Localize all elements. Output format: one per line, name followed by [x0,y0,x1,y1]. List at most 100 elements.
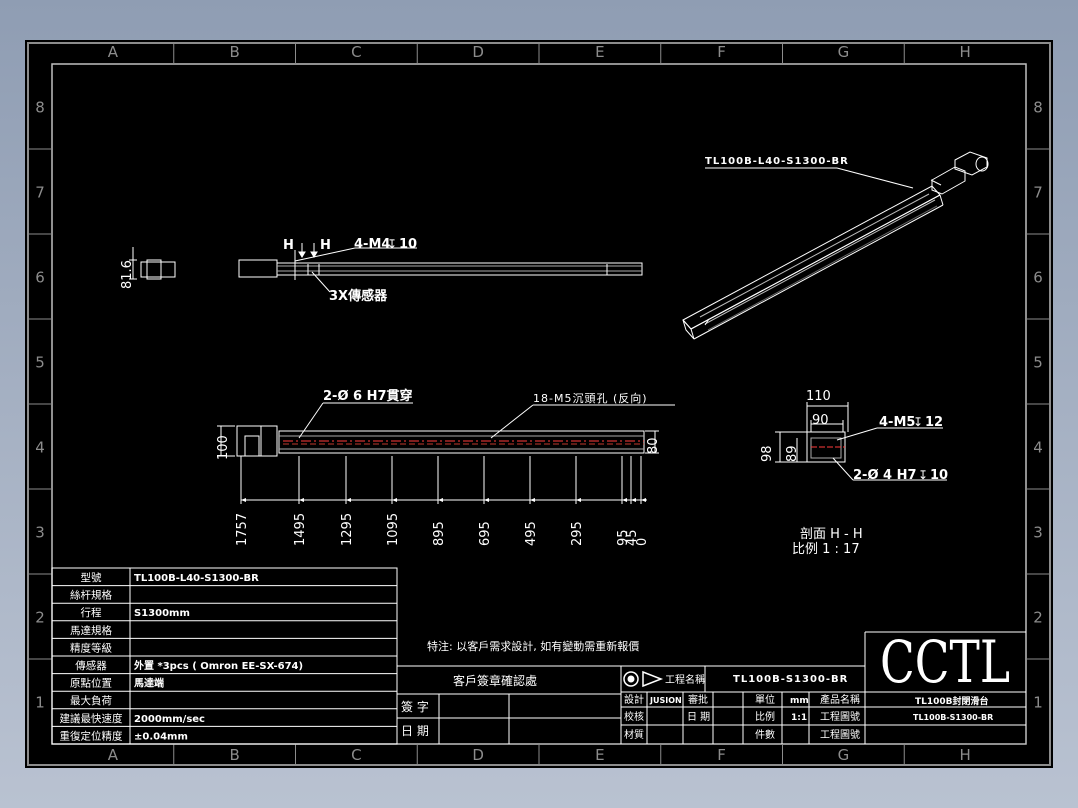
pieces-label: 件數 [755,728,775,741]
depth-icon: ↧ [387,237,397,251]
svg-text:4-M4: 4-M4 [354,237,390,252]
row-label: 1 [35,694,45,712]
dim-arrow [622,498,627,502]
section-width: 110 [806,389,831,404]
section-arrows [298,243,318,258]
hole-note: 18-M5沉頭孔 (反向) [533,391,648,405]
spec-row: 絲杆規格 [70,589,112,602]
spec-row: 最大負荷 [70,694,112,707]
column-label: F [717,43,726,61]
svg-text:10: 10 [930,468,948,483]
column-label: B [229,43,239,61]
row-label: 3 [35,524,45,542]
row-label: 7 [1033,184,1043,202]
side-height-dim: 81.6 [120,260,135,289]
dim-value: 1757 [235,513,250,546]
row-label: 2 [35,609,45,627]
row-label: 7 [35,184,45,202]
svg-text:12: 12 [925,415,943,430]
svg-text:2-Ø 4 H7: 2-Ø 4 H7 [853,468,917,483]
row-label: 8 [1033,99,1043,117]
row-label: 4 [35,439,45,457]
front-height-left: 100 [216,435,231,460]
depth-icon: ↧ [918,468,928,482]
product-name-value: TL100B封閉滑台 [915,695,989,707]
dim-arrow [641,498,646,502]
column-label: A [108,746,119,764]
column-label: E [595,746,604,764]
dim-arrow [241,498,246,502]
sign-label: 簽 字 [401,699,429,714]
iso-part-label: TL100B-L40-S1300-BR [705,156,849,167]
dim-arrow [299,498,304,502]
customer-confirm: 客戶簽章確認處 [453,673,537,688]
spec-row: 精度等級 [70,641,112,654]
row-label: 2 [1033,609,1043,627]
dim-arrow [346,498,351,502]
dim-value: 1495 [293,513,308,546]
spec-row: 傳感器外置 *3pcs ( Omron EE-SX-674) [75,659,303,672]
row-label: 6 [35,269,45,287]
section-pin-note: 2-Ø 4 H7 ↧ 10 [853,468,948,483]
spec-value: ±0.04mm [134,731,188,742]
dim-value: 895 [432,521,447,546]
row-label: 1 [1033,694,1043,712]
spec-label: 重復定位精度 [60,729,123,742]
special-note: 特注: 以客戶需求設計, 如有變動需重新報價 [427,639,639,653]
section-inner-width: 90 [812,413,829,428]
project-name-value: TL100B-S1300-BR [733,674,848,685]
row-label: 3 [1033,524,1043,542]
drawing-no-label-2: 工程圖號 [820,728,860,741]
date-label: 日 期 [401,724,429,738]
isometric-view [682,151,989,340]
front-view [217,425,659,457]
front-height-right: 80 [646,437,661,454]
spec-label: 傳感器 [75,659,107,672]
approve-label: 審批 [688,693,708,706]
iso-leader [836,167,914,189]
section-view [775,402,947,481]
dim-value: 1295 [340,513,355,546]
column-label: B [229,746,239,764]
drawing-no-value: TL100B-S1300-BR [913,713,993,722]
dim-value: 1095 [386,513,401,546]
sensor-note: 3X傳感器 [329,288,388,304]
check-date-label: 日 期 [687,711,710,723]
scale-value: 1:1 [791,713,807,723]
column-label: D [472,43,484,61]
material-label: 材質 [624,728,644,741]
section-height: 98 [760,445,775,462]
spec-label: 絲杆規格 [70,589,112,602]
product-name-label: 產品名稱 [820,693,860,706]
dim-arrow [392,498,397,502]
spec-row: 重復定位精度 ±0.04mm [60,729,188,742]
unit-value: mm [790,696,809,706]
project-name-label: 工程名稱 [665,673,705,686]
row-label: 5 [1033,354,1043,372]
design-label: 設計 [624,693,644,706]
row-label: 5 [35,354,45,372]
column-label: F [717,746,726,764]
depth-icon: ↧ [913,415,923,429]
dim-value: 95 [616,529,631,546]
pin-note-leader [298,402,675,439]
svg-text:4-M5: 4-M5 [879,415,915,430]
section-scale: 比例 1 : 17 [792,542,860,557]
spec-label: 型號 [81,571,102,584]
spec-value: 馬達端 [134,677,164,690]
section-title: 剖面 H - H [800,527,863,542]
pin-note: 2-Ø 6 H7貫穿 [323,388,413,404]
spec-label: 馬達規格 [70,624,112,637]
spec-label: 原點位置 [70,677,112,690]
dim-value: 0 [635,538,650,546]
dim-arrow [484,498,489,502]
dim-value: 45 [625,529,640,546]
